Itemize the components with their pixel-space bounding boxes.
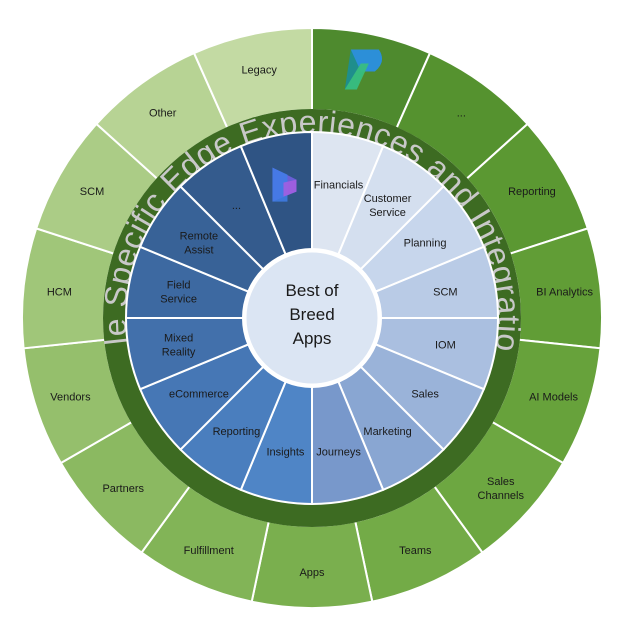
inner-label-field-service-line-2: Service xyxy=(160,293,197,305)
inner-label-customer-service-line-1: Customer xyxy=(364,193,412,205)
outer-label-ai-models: AI Models xyxy=(529,391,578,403)
outer-label-: ... xyxy=(457,108,466,120)
inner-label-financials: Financials xyxy=(314,180,364,192)
inner-label-iom: IOM xyxy=(435,340,456,352)
center-hub: Best of Breed Apps xyxy=(243,249,381,387)
inner-label-: ... xyxy=(232,200,241,212)
center-circle xyxy=(243,249,381,387)
outer-label-teams: Teams xyxy=(399,545,432,557)
inner-label-journeys: Journeys xyxy=(316,446,361,458)
inner-label-customer-service-line-2: Service xyxy=(369,207,406,219)
inner-label-remote-assist-line-2: Assist xyxy=(184,244,213,256)
center-title-line-2: Breed xyxy=(289,305,334,324)
outer-label-sales-channels-line-1: Sales xyxy=(487,476,515,488)
outer-label-legacy: Legacy xyxy=(241,65,277,77)
outer-segment-apps xyxy=(250,520,374,609)
inner-ring-segments: FinancialsCustomerServicePlanningSCMIOMS… xyxy=(124,130,500,506)
power-platform-logo-icon xyxy=(344,49,383,90)
inner-label-planning: Planning xyxy=(404,237,447,249)
outer-label-other: Other xyxy=(149,108,177,120)
center-title-line-1: Best of xyxy=(286,281,339,300)
center-title-line-3: Apps xyxy=(293,329,332,348)
outer-label-bi-analytics: BI Analytics xyxy=(536,286,593,298)
inner-label-scm: SCM xyxy=(433,286,457,298)
inner-label-sales: Sales xyxy=(411,389,439,401)
inner-label-field-service-line-1: Field xyxy=(167,279,191,291)
inner-label-marketing: Marketing xyxy=(363,426,411,438)
inner-label-mixed-reality-line-1: Mixed xyxy=(164,333,193,345)
inner-label-remote-assist-line-1: Remote xyxy=(180,230,219,242)
outer-label-fulfillment: Fulfillment xyxy=(184,545,234,557)
outer-label-partners: Partners xyxy=(102,483,144,495)
outer-label-sales-channels-line-2: Channels xyxy=(478,490,525,502)
inner-label-mixed-reality-line-2: Reality xyxy=(162,347,196,359)
inner-label-reporting: Reporting xyxy=(213,426,261,438)
outer-label-apps: Apps xyxy=(299,567,325,579)
outer-label-reporting: Reporting xyxy=(508,186,556,198)
inner-label-ecommerce: eCommerce xyxy=(169,389,229,401)
outer-label-vendors: Vendors xyxy=(50,391,91,403)
outer-label-hcm: HCM xyxy=(47,286,72,298)
outer-label-scm: SCM xyxy=(80,186,104,198)
dynamics-logo-icon xyxy=(272,167,297,202)
inner-label-insights: Insights xyxy=(267,446,305,458)
